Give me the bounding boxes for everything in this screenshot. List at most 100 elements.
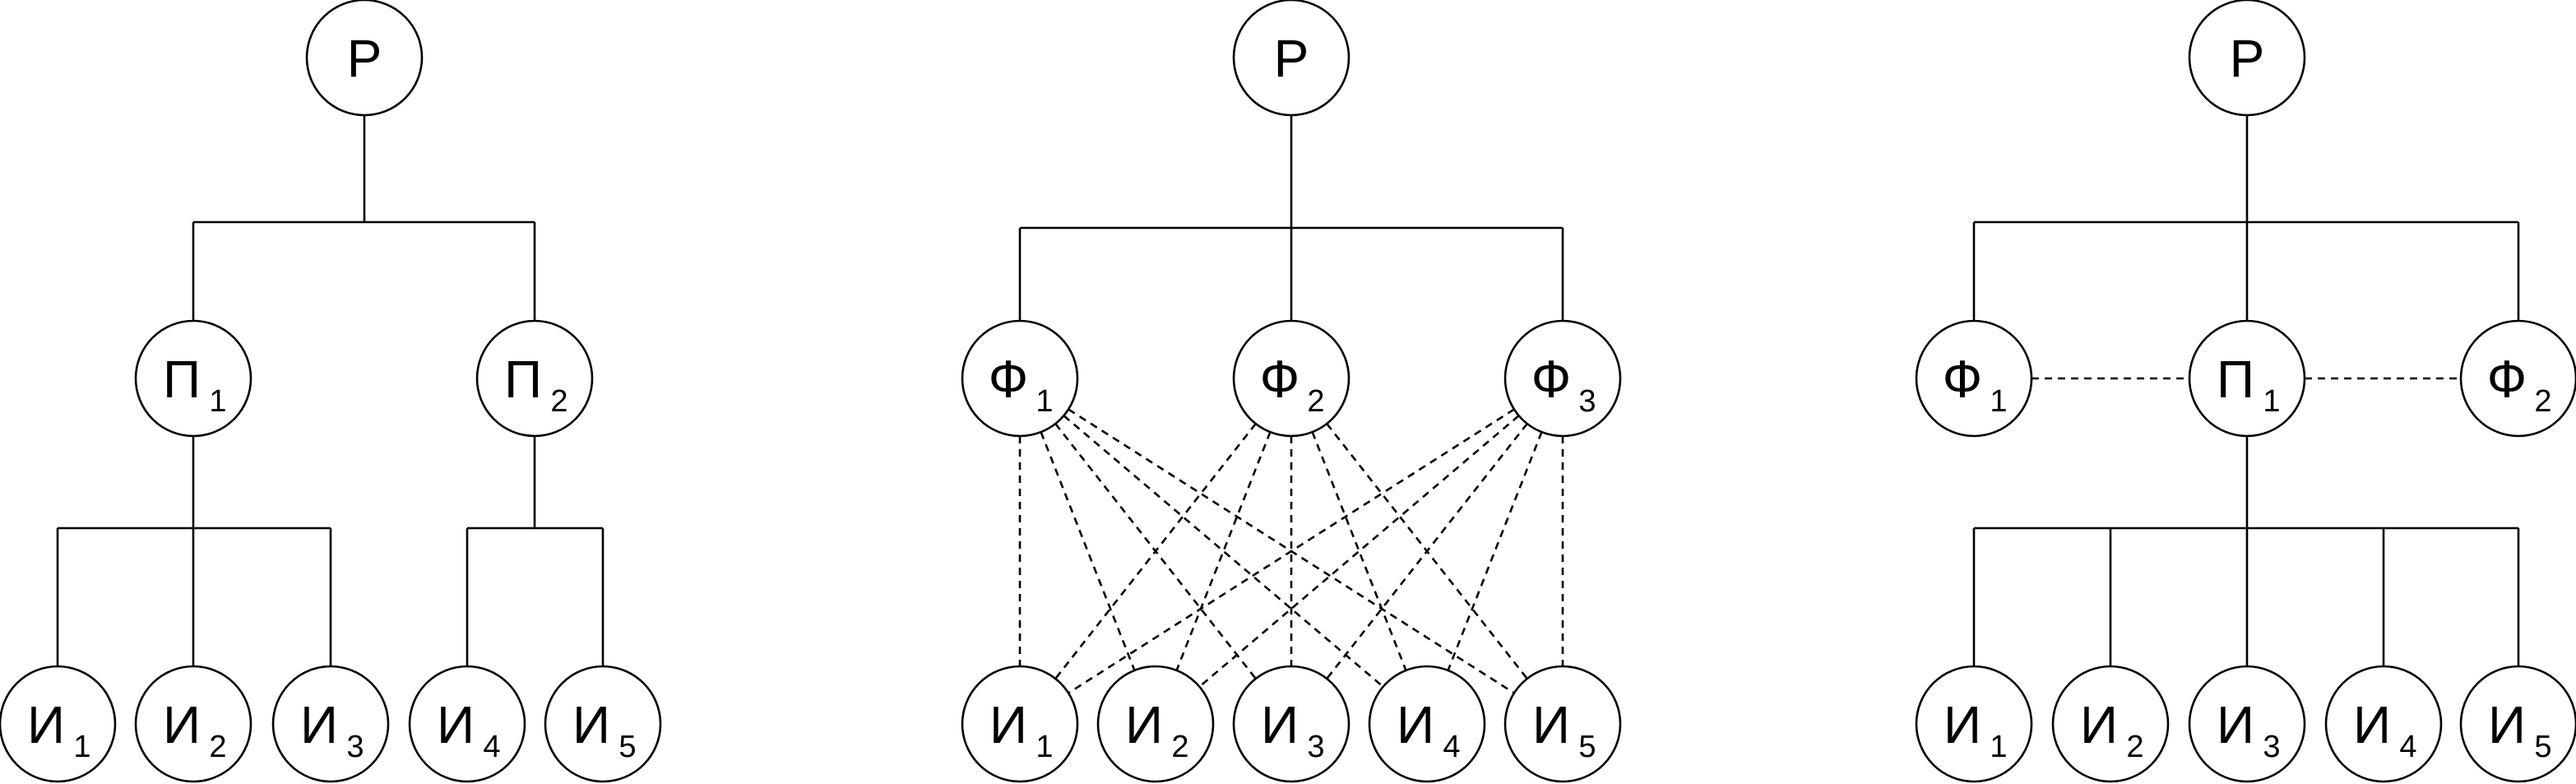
node-circle	[2188, 665, 2306, 783]
node-letter: Ф	[1943, 350, 1983, 409]
node-circle	[2051, 665, 2170, 783]
node-subscript: 1	[1035, 730, 1053, 764]
node-circle	[1096, 665, 1215, 783]
node-subscript: 4	[1443, 730, 1460, 764]
node-circle	[408, 665, 526, 783]
node-subscript: 2	[1171, 730, 1188, 764]
node-circle	[961, 665, 1079, 783]
node-circle	[2188, 0, 2306, 117]
node-subscript: 5	[2534, 730, 2551, 764]
node-letter: И	[1397, 695, 1434, 754]
node-subscript: 1	[1990, 730, 2007, 764]
dashed-edge-Ф1-И2	[1040, 431, 1136, 671]
node-subscript: 5	[1578, 730, 1596, 764]
dashed-edge-Ф3-И3	[1326, 423, 1528, 680]
node-letter: П	[504, 350, 542, 409]
node-subscript: 3	[346, 730, 364, 764]
dashed-edge-Ф3-И4	[1447, 431, 1543, 671]
dashed-edge-Ф3-И1	[1068, 408, 1515, 694]
node-circle	[271, 665, 390, 783]
node-circle	[305, 0, 424, 117]
node-letter: И	[1125, 695, 1163, 754]
node-circle	[2324, 665, 2443, 783]
node-subscript: 1	[209, 384, 226, 419]
node-circle	[2459, 665, 2576, 783]
node-letter: П	[163, 350, 201, 409]
node-subscript: 1	[1035, 384, 1053, 419]
node-letter: И	[1532, 695, 1570, 754]
node-letter: И	[1944, 695, 1981, 754]
node-subscript: 5	[619, 730, 636, 764]
dashed-edge-Ф2-И4	[1311, 431, 1407, 671]
node-circle	[1503, 319, 1622, 438]
node-subscript: 1	[1990, 384, 2007, 419]
node-letter: Ф	[1260, 350, 1300, 409]
node-letter: Ф	[1531, 350, 1572, 409]
diagram-functional	[1018, 115, 1564, 694]
dashed-edge-Ф3-И2	[1198, 415, 1520, 688]
node-circle	[1232, 665, 1351, 783]
node-letter: Р	[2230, 29, 2265, 88]
node-letter: И	[163, 695, 201, 754]
node-subscript: 4	[483, 730, 500, 764]
node-letter: И	[572, 695, 610, 754]
edges-layer	[56, 115, 2520, 694]
node-circle	[1232, 319, 1351, 438]
node-letter: Ф	[2487, 350, 2527, 409]
node-letter: И	[2488, 695, 2526, 754]
node-subscript: 1	[2263, 384, 2280, 419]
node-circle	[1915, 319, 2033, 438]
node-letter: Ф	[989, 350, 1029, 409]
node-circle	[961, 319, 1079, 438]
node-circle	[1915, 665, 2033, 783]
node-functional-P: Р	[1232, 0, 1351, 117]
node-circle	[2459, 319, 2576, 438]
node-letter: И	[1261, 695, 1299, 754]
dashed-edge-Ф2-И2	[1175, 431, 1272, 671]
node-letter: П	[2217, 350, 2254, 409]
diagram-linear	[56, 115, 605, 666]
node-subscript: 1	[73, 730, 90, 764]
node-circle	[1503, 665, 1622, 783]
node-linear-P: Р	[305, 0, 424, 117]
node-subscript: 4	[2399, 730, 2416, 764]
dashed-edge-Ф2-И1	[1054, 423, 1257, 680]
node-subscript: 3	[1307, 730, 1324, 764]
node-circle	[544, 665, 662, 783]
diagram-linear-functional	[1972, 115, 2520, 666]
node-letter: И	[989, 695, 1027, 754]
node-subscript: 2	[2534, 384, 2551, 419]
node-letter: И	[27, 695, 65, 754]
node-letter: И	[2353, 695, 2391, 754]
node-subscript: 2	[2126, 730, 2143, 764]
node-subscript: 3	[1578, 384, 1596, 419]
node-circle	[475, 319, 594, 438]
node-letter: И	[2217, 695, 2254, 754]
node-letter: Р	[347, 29, 382, 88]
